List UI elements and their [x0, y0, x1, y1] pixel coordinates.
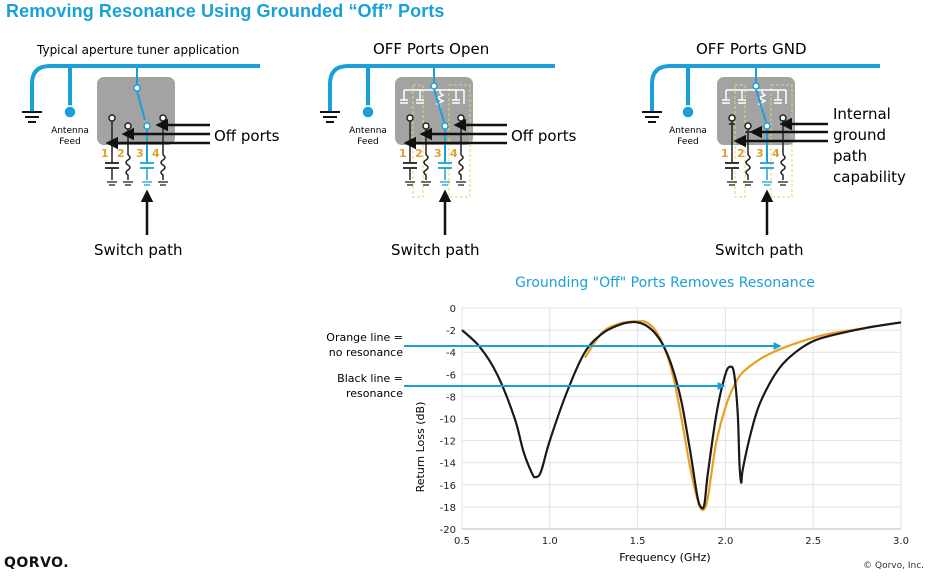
ground-label-line: capability	[833, 168, 906, 186]
x-tick-labels: 0.5 1.0 1.5 2.0 2.5 3.0	[454, 536, 909, 547]
panel2-antenna-label-2: Feed	[357, 137, 378, 147]
page-title: Removing Resonance Using Grounded “Off” …	[6, 1, 445, 21]
capacitor-icon	[725, 162, 739, 180]
port-number: 1	[721, 147, 729, 160]
port-number: 4	[450, 147, 458, 160]
panel-typical: Typical aperture tuner application Anten…	[22, 43, 280, 259]
inductor-icon	[745, 154, 751, 180]
panel3-heading: OFF Ports GND	[696, 40, 807, 58]
y-tick-label: -2	[446, 326, 456, 337]
y-tick-label: -18	[440, 503, 456, 514]
x-tick-label: 3.0	[893, 536, 909, 547]
x-tick-label: 0.5	[454, 536, 470, 547]
y-axis-label: Return Loss (dB)	[414, 402, 427, 493]
ground-label-line: path	[833, 147, 867, 165]
port-number: 4	[772, 147, 780, 160]
inductor-icon	[780, 154, 786, 180]
panel3-antenna-label-1: Antenna	[669, 126, 707, 136]
x-tick-label: 2.5	[805, 536, 821, 547]
panel-off-gnd: OFF Ports GND Antenna Feed	[642, 40, 906, 259]
panel2-antenna-line	[328, 64, 555, 112]
panel1-antenna-label-2: Feed	[59, 137, 80, 147]
port-number: 3	[136, 147, 144, 160]
chart-series	[461, 320, 902, 512]
off-ports-label: Off ports	[511, 127, 577, 145]
black-annotation-line: resonance	[346, 387, 403, 400]
ground-symbols	[107, 181, 168, 186]
x-axis-label: Frequency (GHz)	[619, 551, 710, 564]
chart-grid	[461, 307, 902, 530]
orange-series-line	[583, 320, 902, 512]
panel1-heading: Typical aperture tuner application	[36, 43, 239, 57]
capacitor-icon	[140, 162, 154, 180]
panel-off-open: OFF Ports Open Antenna Feed	[320, 40, 577, 259]
capacitor-icon	[438, 162, 452, 180]
antenna-feed-icon	[361, 105, 375, 119]
x-tick-label: 1.0	[542, 536, 558, 547]
panel3-antenna-line	[650, 64, 880, 112]
port-number: 1	[101, 147, 109, 160]
inductor-icon	[458, 154, 464, 180]
off-ports-label: Off ports	[214, 127, 280, 145]
y-tick-label: -4	[446, 348, 456, 359]
ground-icon	[320, 111, 340, 123]
orange-annotation-line: Orange line =	[326, 331, 403, 344]
switch-arm	[136, 90, 146, 121]
switch-path-label: Switch path	[391, 241, 479, 259]
ground-icon	[22, 111, 42, 123]
black-series-line	[461, 320, 902, 510]
port-number: 2	[415, 147, 423, 160]
switch-path-label: Switch path	[94, 241, 182, 259]
panel2-heading: OFF Ports Open	[373, 40, 489, 58]
annotations: Orange line = no resonance Black line = …	[326, 331, 782, 400]
y-tick-label: -6	[446, 370, 456, 381]
ground-icon	[642, 111, 662, 123]
panel2-antenna-label-1: Antenna	[349, 126, 387, 136]
chart-title: Grounding "Off" Ports Removes Resonance	[515, 275, 815, 291]
qorvo-logo: QORVO.	[4, 555, 70, 571]
panel3-antenna-label-2: Feed	[677, 137, 698, 147]
capacitor-icon	[760, 162, 774, 180]
antenna-feed-icon	[681, 105, 695, 119]
switch-chip	[717, 77, 795, 145]
panel1-antenna-line	[30, 64, 260, 112]
switch-ports	[108, 114, 167, 130]
port-number: 2	[737, 147, 745, 160]
capacitor-icon	[105, 162, 119, 180]
port-number: 3	[434, 147, 442, 160]
orange-annotation-line: no resonance	[329, 346, 403, 359]
panel1-antenna-label-1: Antenna	[51, 126, 89, 136]
copyright-text: © Qorvo, Inc.	[863, 561, 924, 571]
y-tick-label: -10	[440, 415, 456, 426]
port-number: 4	[152, 147, 160, 160]
inductor-icon	[160, 154, 166, 180]
y-tick-label: -12	[440, 437, 456, 448]
capacitor-icon	[403, 162, 417, 180]
inductor-icon	[423, 154, 429, 180]
switch-path-label: Switch path	[715, 241, 803, 259]
antenna-feed-icon	[63, 105, 77, 119]
y-tick-label: -14	[440, 459, 456, 470]
y-tick-label: -16	[440, 481, 456, 492]
port-number: 2	[117, 147, 125, 160]
y-tick-labels: 0 -2 -4 -6 -8 -10 -12 -14 -16 -18 -20	[440, 304, 456, 536]
port-number: 1	[399, 147, 407, 160]
internal-shunt-caps	[400, 90, 460, 104]
y-tick-label: -20	[440, 525, 456, 536]
ground-label-line: Internal	[833, 105, 891, 123]
return-loss-chart: Grounding "Off" Ports Removes Resonance …	[414, 275, 909, 564]
y-tick-label: 0	[450, 304, 456, 315]
port-number: 3	[756, 147, 764, 160]
y-tick-label: -8	[446, 392, 456, 403]
x-tick-label: 1.5	[630, 536, 646, 547]
black-annotation-line: Black line =	[337, 372, 403, 385]
ground-label-line: ground	[833, 126, 886, 144]
x-tick-label: 2.0	[717, 536, 733, 547]
inductor-icon	[125, 154, 131, 180]
